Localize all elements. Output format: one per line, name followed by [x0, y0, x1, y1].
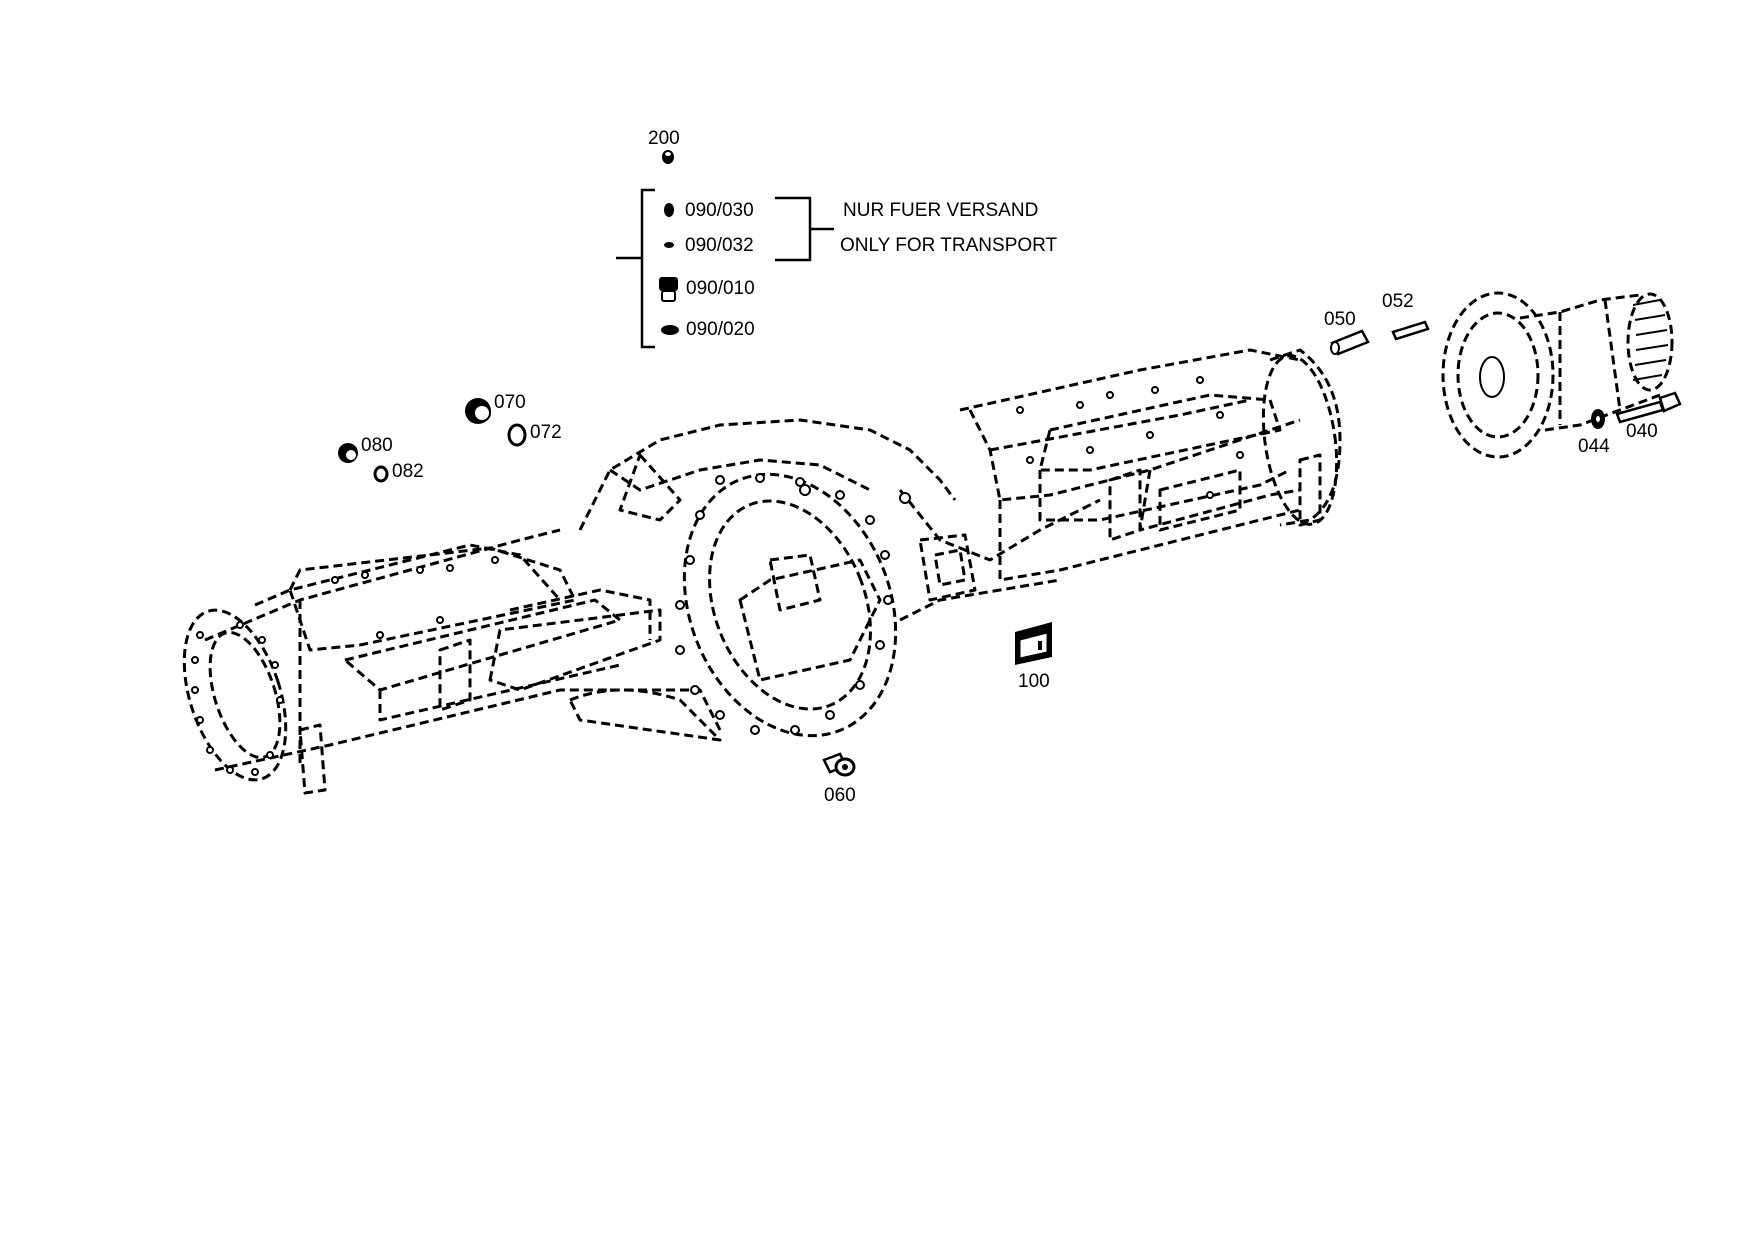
callout-052: 052	[1382, 291, 1414, 312]
part-070-symbol	[465, 398, 491, 424]
callout-044: 044	[1578, 436, 1610, 457]
callout-090-032: 090/032	[685, 235, 754, 256]
callout-070: 070	[494, 392, 526, 413]
callout-090-020: 090/020	[686, 319, 755, 340]
part-200-symbol	[662, 150, 674, 164]
part-082-symbol	[373, 465, 389, 483]
part-052-symbol	[1391, 320, 1430, 341]
axle-housing-body	[182, 348, 1342, 795]
callout-040: 040	[1626, 421, 1658, 442]
part-050-symbol	[1330, 329, 1370, 356]
note-nur-fuer-versand: NUR FUER VERSAND	[843, 200, 1038, 221]
callout-082: 082	[392, 461, 424, 482]
note-only-for-transport: ONLY FOR TRANSPORT	[840, 235, 1058, 256]
part-090-group-bracket	[616, 188, 834, 349]
callout-060: 060	[824, 785, 856, 806]
callout-072: 072	[530, 422, 562, 443]
housing-bolt-holes	[191, 376, 1244, 776]
part-080-symbol	[338, 443, 358, 463]
part-090-030-symbol	[664, 203, 674, 217]
callout-080: 080	[361, 435, 393, 456]
callout-100: 100	[1018, 671, 1050, 692]
callout-090-030: 090/030	[685, 200, 754, 221]
part-072-symbol	[507, 423, 527, 447]
part-060-symbol	[822, 752, 856, 777]
part-090-020-symbol	[661, 325, 679, 335]
callout-090-010: 090/010	[686, 278, 755, 299]
part-044-symbol	[1591, 409, 1605, 429]
part-090-032-symbol	[664, 242, 674, 248]
part-100-symbol	[1015, 622, 1052, 665]
part-090-010-symbol	[659, 277, 678, 302]
part-040-symbol	[1615, 391, 1682, 424]
callout-200: 200	[648, 128, 680, 149]
callout-050: 050	[1324, 309, 1356, 330]
